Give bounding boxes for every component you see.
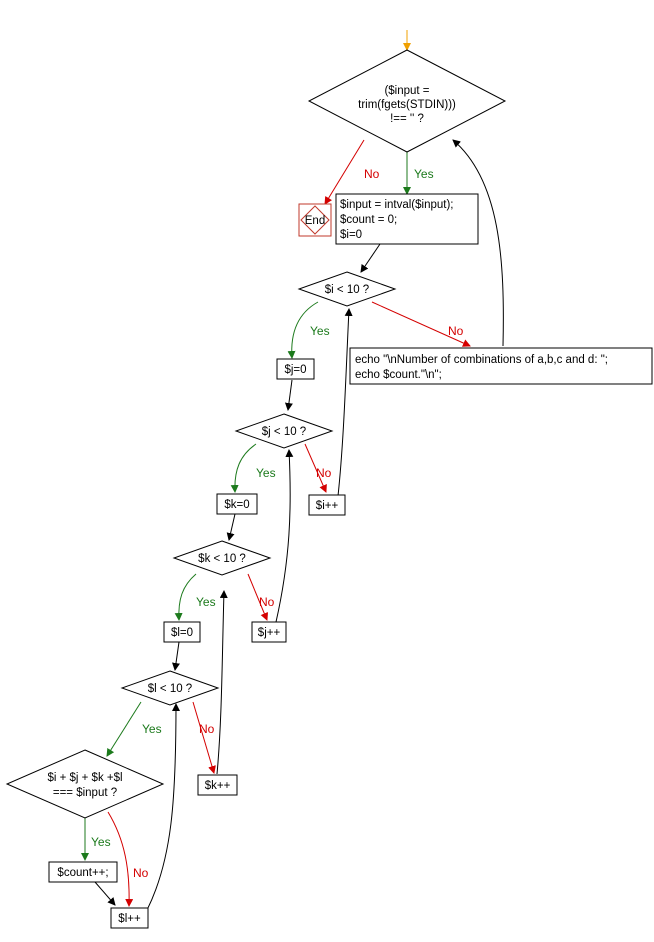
label-condj-no: No <box>316 466 332 480</box>
label-sum-yes: Yes <box>91 835 111 849</box>
process-inc-k: $k++ <box>197 774 238 796</box>
label-input-no: No <box>364 167 380 181</box>
label-condj-yes: Yes <box>256 466 276 480</box>
process-set-j: $j=0 <box>276 358 315 380</box>
edge-inci-loop <box>337 308 353 497</box>
edge-incj-loop <box>275 449 294 623</box>
process-inc-i-label: $i++ <box>316 500 339 512</box>
decision-k: $k < 10 ? <box>172 540 272 576</box>
decision-l: $l < 10 ? <box>120 670 220 706</box>
decision-input-line3: !== '' ? <box>390 113 424 125</box>
edge-init-to-condi <box>360 243 381 273</box>
process-inc-i: $i++ <box>308 494 346 516</box>
process-echo-line2: echo $count."\n"; <box>355 369 442 381</box>
process-init-line1: $input = intval($input); <box>340 199 453 211</box>
edge-sum-no <box>107 811 134 907</box>
edge-condi-no <box>371 301 471 347</box>
process-init: $input = intval($input); $count = 0; $i=… <box>335 193 479 245</box>
edge-condj-no <box>304 443 327 493</box>
edge-setj-to-condj <box>284 379 293 411</box>
edge-condk-yes <box>174 573 197 621</box>
process-inc-count: $count++; <box>48 861 118 883</box>
edge-condi-yes <box>287 301 319 359</box>
decision-j-label: $j < 10 ? <box>262 426 306 438</box>
edge-incl-loop <box>146 703 180 911</box>
edge-echo-loop <box>452 139 504 347</box>
edge-input-no <box>324 139 365 205</box>
decision-input-check: ($input = trim(fgets(STDIN))) !== '' ? <box>307 49 507 153</box>
edge-condj-yes <box>230 443 257 493</box>
edge-inck-loop <box>216 590 228 775</box>
end-terminator: End <box>298 203 332 237</box>
process-inc-j: $j++ <box>251 621 287 643</box>
process-set-l: $l=0 <box>163 621 201 643</box>
label-condk-no: No <box>259 595 275 609</box>
label-condl-no: No <box>199 722 215 736</box>
decision-sum-line2: === $input ? <box>53 787 117 799</box>
process-init-line2: $count = 0; <box>340 214 397 226</box>
decision-input-line2: trim(fgets(STDIN))) <box>358 99 456 111</box>
process-inc-count-label: $count++; <box>57 867 108 879</box>
decision-l-label: $l < 10 ? <box>148 683 192 695</box>
edge-count-to-incl <box>94 881 116 906</box>
process-echo: echo "\nNumber of combinations of a,b,c … <box>349 347 653 385</box>
decision-i-label: $i < 10 ? <box>325 284 369 296</box>
decision-k-label: $k < 10 ? <box>198 553 246 565</box>
process-inc-j-label: $j++ <box>258 627 281 639</box>
label-condi-yes: Yes <box>310 324 330 338</box>
decision-input-line1: ($input = <box>384 85 429 97</box>
process-inc-l: $l++ <box>110 907 149 929</box>
edge-setk-to-condk <box>226 513 236 541</box>
decision-i: $i < 10 ? <box>297 271 397 307</box>
end-label: End <box>305 215 325 227</box>
decision-sum: $i + $j + $k +$l === $input ? <box>5 749 165 819</box>
label-sum-no: No <box>133 866 149 880</box>
edge-condk-no <box>247 573 269 621</box>
decision-sum-line1: $i + $j + $k +$l <box>47 772 122 784</box>
process-set-l-label: $l=0 <box>171 627 193 639</box>
label-input-yes: Yes <box>414 167 434 181</box>
process-set-k: $k=0 <box>216 493 258 515</box>
decision-j: $j < 10 ? <box>234 413 334 449</box>
label-condk-yes: Yes <box>196 595 216 609</box>
edge-setl-to-condl <box>172 641 180 671</box>
process-inc-l-label: $l++ <box>118 913 141 925</box>
process-set-j-label: $j=0 <box>284 364 306 376</box>
process-init-line3: $i=0 <box>340 229 362 241</box>
label-condl-yes: Yes <box>142 722 162 736</box>
process-inc-k-label: $k++ <box>205 780 231 792</box>
process-echo-line1: echo "\nNumber of combinations of a,b,c … <box>355 354 608 366</box>
edge-condl-yes <box>106 701 142 757</box>
process-set-k-label: $k=0 <box>224 499 249 511</box>
edge-condl-no <box>192 701 216 774</box>
label-condi-no: No <box>448 324 464 338</box>
